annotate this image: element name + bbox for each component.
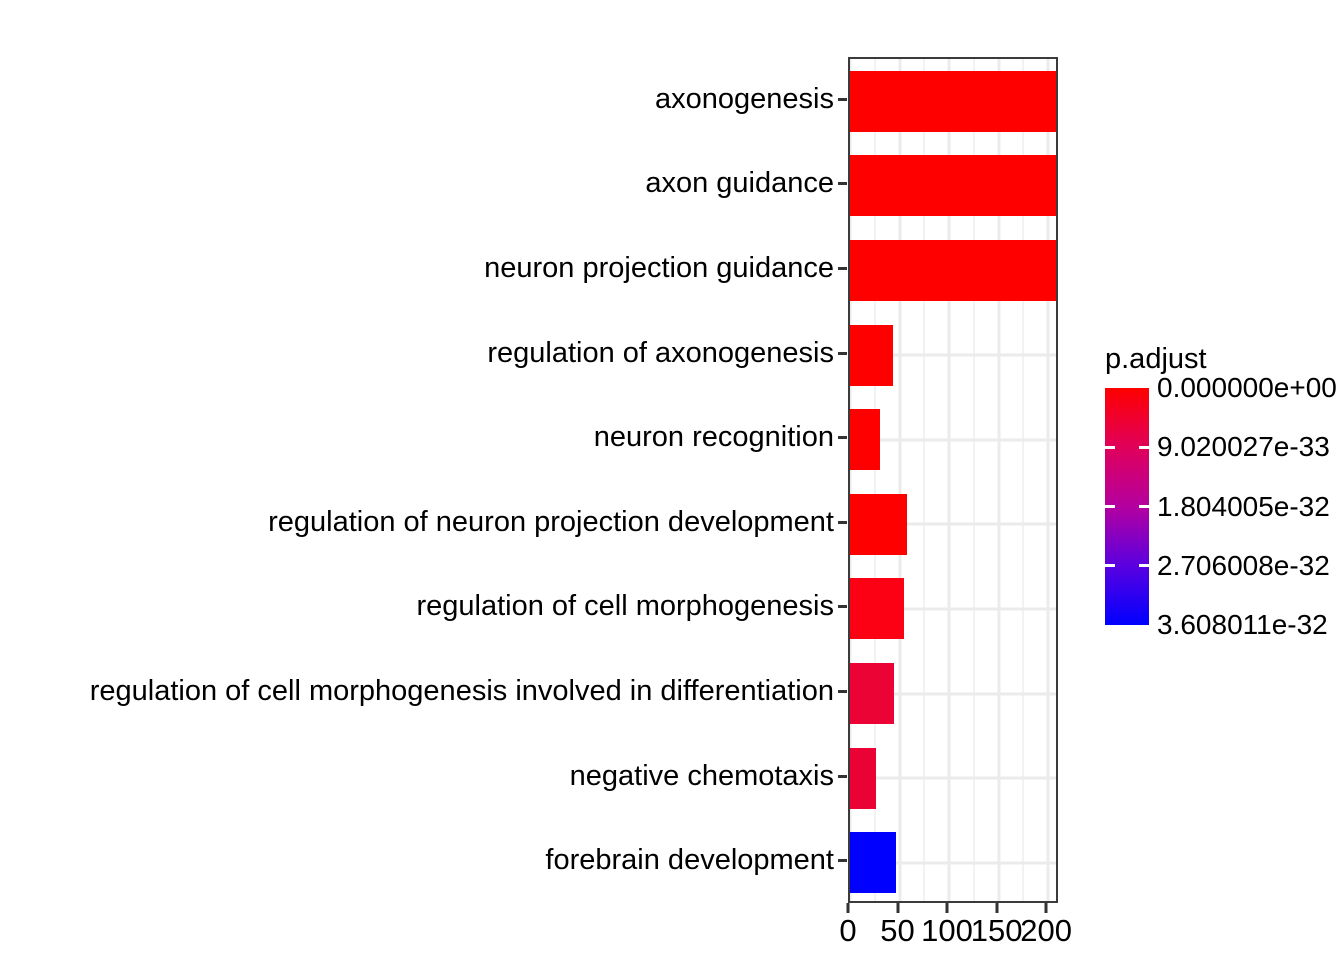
legend-tick-mark xyxy=(1139,564,1149,568)
y-axis-tick-mark xyxy=(838,605,847,609)
gridline-major-vertical xyxy=(898,59,902,901)
y-axis-tick-mark xyxy=(838,520,847,524)
y-axis-category-label: axon guidance xyxy=(0,142,847,227)
bar[interactable] xyxy=(850,578,905,640)
y-axis-category-label: forebrain development xyxy=(0,818,847,903)
y-axis-tick-mark xyxy=(838,182,847,186)
y-axis-label-text: negative chemotaxis xyxy=(569,759,834,792)
y-axis-tick-mark xyxy=(838,859,847,863)
gridline-major-vertical xyxy=(947,59,951,901)
y-axis-tick-mark xyxy=(838,774,847,778)
x-axis-tick-mark xyxy=(896,903,900,913)
y-axis-label-text: axonogenesis xyxy=(655,82,834,115)
y-axis-tick-mark xyxy=(838,266,847,270)
bar[interactable] xyxy=(850,324,893,386)
gridline-minor-vertical xyxy=(1022,59,1025,901)
gridline-minor-vertical xyxy=(923,59,926,901)
x-axis-tick-label: 0 xyxy=(839,913,857,948)
x-axis-tick-mark xyxy=(846,903,850,913)
y-axis-tick-mark xyxy=(838,351,847,355)
y-axis-category-label: regulation of cell morphogenesis involve… xyxy=(0,649,847,734)
legend-tick-mark xyxy=(1105,445,1115,449)
y-axis-label-text: regulation of cell morphogenesis xyxy=(416,590,834,623)
legend-label: 2.706008e-32 xyxy=(1157,549,1330,581)
y-axis-tick-mark xyxy=(838,97,847,101)
y-axis-category-label: neuron projection guidance xyxy=(0,226,847,311)
y-axis-label-text: forebrain development xyxy=(545,844,834,877)
legend-tick-mark xyxy=(1105,505,1115,508)
y-axis-label-text: axon guidance xyxy=(645,167,834,200)
gridline-major-horizontal xyxy=(850,353,1056,357)
bar[interactable] xyxy=(850,663,894,724)
bar[interactable] xyxy=(850,493,908,555)
legend-label: 3.608011e-32 xyxy=(1157,609,1328,640)
legend-tick-mark xyxy=(1139,505,1149,508)
gridline-major-horizontal xyxy=(850,438,1056,442)
y-axis-category-label: neuron recognition xyxy=(0,395,847,480)
y-axis-category-label: negative chemotaxis xyxy=(0,734,847,819)
bar[interactable] xyxy=(850,409,880,471)
y-axis-category-label: regulation of neuron projection developm… xyxy=(0,480,847,565)
bar[interactable] xyxy=(850,70,1056,132)
gridline-major-vertical xyxy=(850,59,852,901)
y-axis-labels: axonogenesis axon guidance neuron projecti… xyxy=(0,57,847,903)
y-axis-tick-mark xyxy=(838,689,847,693)
x-axis-tick-label: 150 xyxy=(970,913,1023,948)
x-axis-tick-label: 100 xyxy=(921,913,973,948)
y-axis-category-label: regulation of cell morphogenesis xyxy=(0,565,847,650)
gridline-major-horizontal xyxy=(850,776,1056,780)
y-axis-label-text: regulation of neuron projection developm… xyxy=(268,505,834,538)
x-axis-tick-mark xyxy=(1044,903,1048,913)
y-axis-label-text: regulation of axonogenesis xyxy=(487,336,834,369)
legend-label: 0.000000e+00 xyxy=(1157,372,1337,403)
legend-tick-mark xyxy=(1139,445,1149,449)
plot-panel xyxy=(848,57,1058,903)
y-axis-label-text: regulation of cell morphogenesis involve… xyxy=(89,674,834,707)
y-axis-label-text: neuron projection guidance xyxy=(484,251,834,284)
bar[interactable] xyxy=(850,747,876,809)
y-axis-tick-mark xyxy=(838,436,847,440)
y-axis-label-text: neuron recognition xyxy=(593,421,834,454)
gridline-major-horizontal xyxy=(850,861,1056,865)
gridline-major-horizontal xyxy=(850,522,1056,526)
bar[interactable] xyxy=(850,832,896,894)
gridline-major-vertical xyxy=(1046,59,1050,901)
y-axis-category-label: axonogenesis xyxy=(0,57,847,142)
x-axis-tick-label: 200 xyxy=(1020,913,1072,948)
x-axis-tick-mark xyxy=(945,903,949,913)
gridline-minor-vertical xyxy=(873,59,876,901)
x-axis-tick-label: 50 xyxy=(880,913,915,948)
legend-tick-mark xyxy=(1105,564,1115,568)
y-axis-category-label: regulation of axonogenesis xyxy=(0,311,847,396)
bar[interactable] xyxy=(850,240,1056,301)
gridline-major-vertical xyxy=(997,59,1001,901)
x-axis-tick-mark xyxy=(995,903,999,913)
gridline-major-horizontal xyxy=(850,607,1056,611)
legend-label: 1.804005e-32 xyxy=(1157,490,1330,522)
legend-title: p.adjust xyxy=(1105,343,1207,375)
gridline-major-horizontal xyxy=(850,692,1056,695)
bar[interactable] xyxy=(850,155,1056,217)
legend-label: 9.020027e-33 xyxy=(1157,431,1330,463)
gridline-minor-vertical xyxy=(972,59,975,901)
legend: p.adjust 0.000000e+00 9.020027e-33 1.80400… xyxy=(1100,345,1344,645)
